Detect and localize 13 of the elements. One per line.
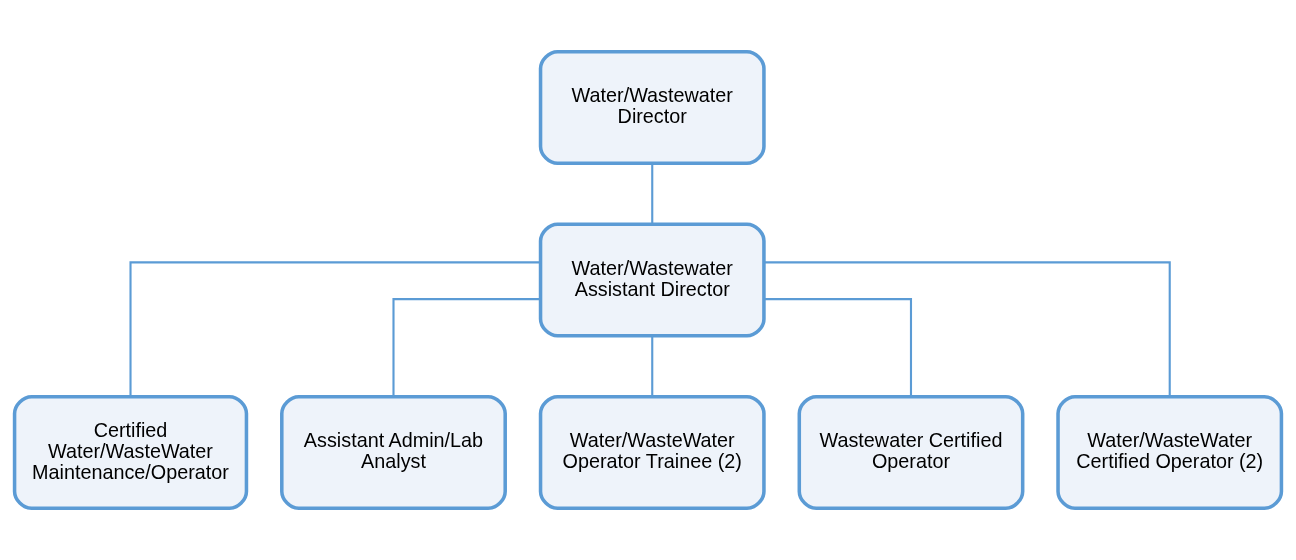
connector: [651, 163, 654, 224]
connector: [764, 298, 913, 397]
connector: [764, 261, 1171, 397]
connector: [651, 336, 654, 397]
connector: [392, 298, 541, 397]
connector: [129, 261, 541, 397]
node-box: Water/Wastewater Director: [538, 49, 766, 166]
node-box: Water/WasteWater Certified Operator (2): [1056, 394, 1284, 511]
node-box: Assistant Admin/Lab Analyst: [280, 394, 507, 511]
node-box: Wastewater Certified Operator: [797, 394, 1025, 511]
node-box: Certified Water/WasteWater Maintenance/Operator: [12, 394, 249, 511]
node-box: Water/WasteWater Operator Trainee (2): [538, 394, 766, 511]
node-box: Water/Wastewater Assistant Director: [538, 222, 766, 338]
